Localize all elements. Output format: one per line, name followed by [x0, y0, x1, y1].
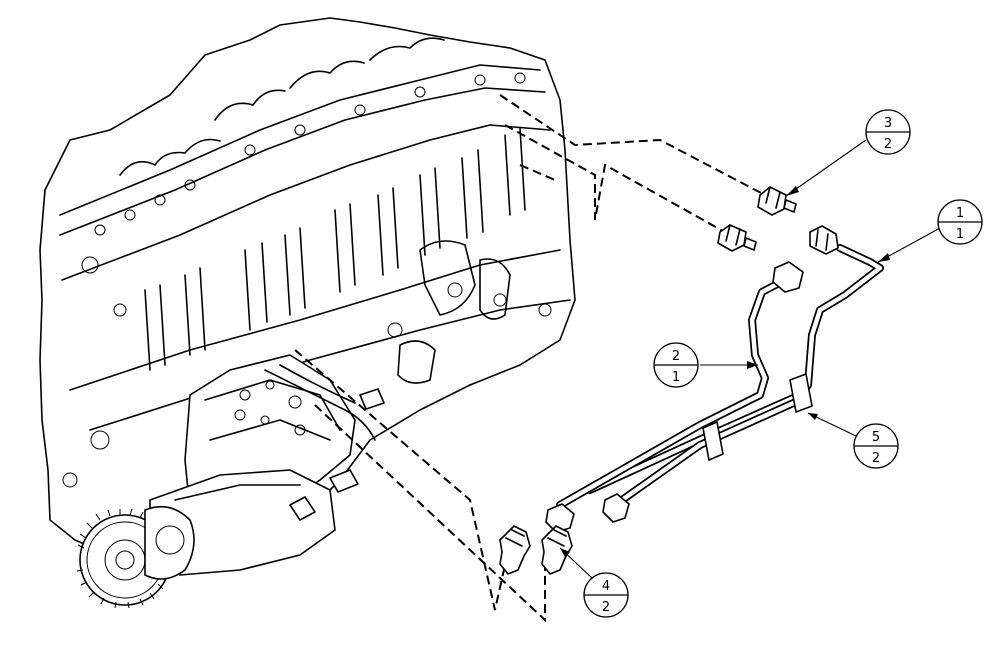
callout-balloon-2: 2 1 — [653, 342, 699, 388]
fitting-item-3-upper — [757, 186, 797, 216]
callout-5-item: 5 — [872, 430, 880, 445]
callout-balloon-4: 4 2 — [583, 572, 629, 618]
assembly-lines — [294, 94, 766, 623]
callout-2-qty: 1 — [672, 370, 680, 385]
elbow-fitting-right — [541, 525, 573, 575]
callout-4-item: 4 — [602, 579, 610, 594]
leader-lines — [559, 139, 941, 579]
callout-4-qty: 2 — [602, 600, 610, 615]
callout-balloon-1: 1 1 — [937, 199, 983, 245]
callout-5-qty: 2 — [872, 451, 880, 466]
fuel-pump-assembly — [76, 354, 385, 609]
callout-1-item: 1 — [956, 206, 964, 221]
callout-balloon-3: 3 2 — [865, 109, 911, 155]
callout-balloon-5: 5 2 — [853, 423, 899, 469]
elbow-fitting-left — [499, 525, 531, 575]
callout-3-qty: 2 — [884, 137, 892, 152]
callout-1-qty: 1 — [956, 227, 964, 242]
fitting-item-3-lower — [717, 224, 757, 252]
engine-block — [39, 17, 576, 561]
callout-3-item: 3 — [884, 116, 892, 131]
callout-2-item: 2 — [672, 349, 680, 364]
tube-assembly — [545, 225, 884, 533]
